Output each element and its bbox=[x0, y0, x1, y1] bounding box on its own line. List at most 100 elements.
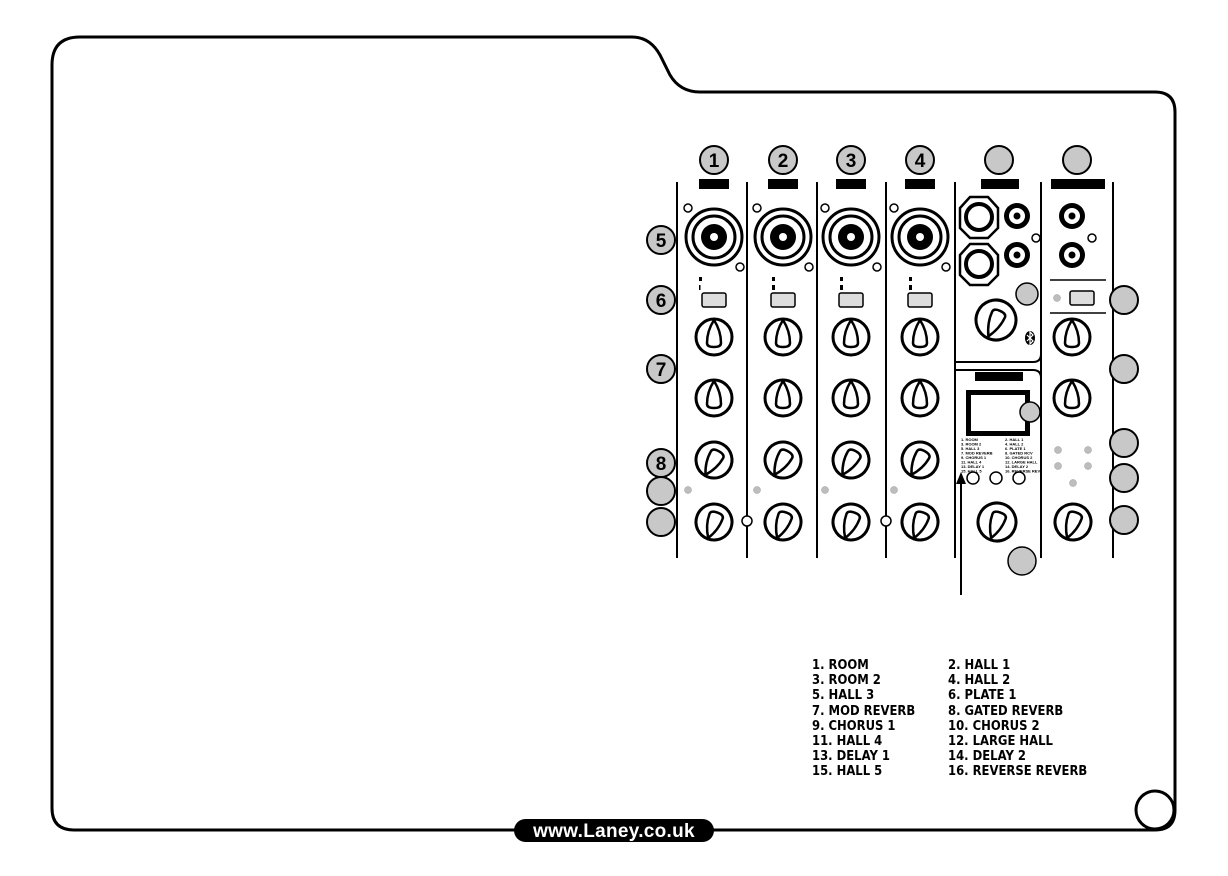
callout-circle bbox=[1109, 428, 1139, 458]
signal-led bbox=[753, 486, 761, 494]
rca-socket-bottom[interactable] bbox=[1004, 242, 1030, 268]
callout-circle bbox=[1019, 401, 1041, 423]
callout-8-number: 8 bbox=[656, 454, 667, 475]
fx-screen-item: 9. CHORUS 1 bbox=[961, 455, 987, 460]
level-knob[interactable] bbox=[828, 499, 874, 545]
fx-display bbox=[971, 395, 1025, 431]
screw-icon bbox=[752, 203, 762, 213]
fx-button[interactable] bbox=[966, 471, 980, 485]
callout-circle bbox=[1109, 354, 1139, 384]
level-knob[interactable] bbox=[760, 499, 806, 545]
jack-socket-top[interactable] bbox=[958, 195, 1000, 240]
screw-icon bbox=[683, 203, 693, 213]
master-knob-1[interactable] bbox=[1052, 317, 1092, 357]
master-switch[interactable] bbox=[1069, 290, 1095, 306]
level-knob[interactable] bbox=[897, 499, 943, 545]
gain-knob[interactable] bbox=[694, 317, 734, 357]
eq-knob[interactable] bbox=[900, 378, 940, 418]
fx-send-knob[interactable] bbox=[758, 435, 807, 484]
fx-preset-item: 5. HALL 3 bbox=[812, 687, 875, 704]
fx-preset-item: 1. ROOM bbox=[812, 657, 869, 673]
fx-screen-item: 12. LARGE HALL bbox=[1005, 460, 1038, 465]
master-knob-2[interactable] bbox=[1052, 378, 1092, 418]
channel-3-header: 3 bbox=[836, 145, 866, 189]
footer-url[interactable]: www.Laney.co.uk bbox=[532, 821, 695, 842]
stereo-input-header bbox=[981, 145, 1019, 189]
rca-output-bottom[interactable] bbox=[1059, 242, 1085, 268]
fx-send-knob[interactable] bbox=[826, 435, 875, 484]
eq-knob[interactable] bbox=[694, 378, 734, 418]
eq-knob[interactable] bbox=[831, 378, 871, 418]
combo-jack[interactable] bbox=[753, 207, 813, 267]
right-callouts bbox=[1109, 285, 1139, 535]
screw-icon bbox=[889, 203, 899, 213]
callout-circle bbox=[1007, 546, 1037, 576]
screw-icon bbox=[872, 262, 882, 272]
pad-switch[interactable] bbox=[770, 292, 796, 308]
fx-screen-item: 13. DELAY 1 bbox=[961, 464, 985, 469]
fx-section-border bbox=[955, 182, 1042, 363]
fx-button[interactable] bbox=[1012, 471, 1026, 485]
level-knob[interactable] bbox=[691, 499, 737, 545]
signal-led bbox=[890, 486, 898, 494]
bluetooth-icon bbox=[1025, 330, 1035, 346]
pad-switch[interactable] bbox=[907, 292, 933, 308]
fx-section-border-lower bbox=[955, 369, 1042, 558]
pad-indicator-icon bbox=[909, 277, 912, 281]
stereo-level-knob[interactable] bbox=[969, 293, 1022, 346]
page-frame bbox=[50, 35, 1177, 832]
fx-preset-item: 7. MOD REVERB bbox=[812, 702, 916, 719]
screw-icon bbox=[820, 203, 830, 213]
meter-led bbox=[1084, 446, 1092, 454]
pad-indicator-icon bbox=[772, 277, 775, 281]
gain-knob[interactable] bbox=[763, 317, 803, 357]
channel-strip-2 bbox=[741, 203, 814, 545]
screw-icon bbox=[941, 262, 951, 272]
fx-label-bar bbox=[975, 372, 1023, 381]
callout-circle bbox=[1015, 282, 1039, 306]
channel-4-number: 4 bbox=[915, 151, 926, 172]
fx-preset-item: 3. ROOM 2 bbox=[812, 672, 881, 689]
fx-screen-list-right: 2. HALL 1 4. HALL 2 6. PLATE 1 8. GATED … bbox=[1005, 437, 1040, 474]
master-volume-knob[interactable] bbox=[1050, 499, 1096, 545]
fx-screen-item: 10. CHORUS 2 bbox=[1005, 455, 1033, 460]
fx-send-knob[interactable] bbox=[689, 435, 738, 484]
channel-2-header: 2 bbox=[768, 145, 798, 189]
fx-screen-item: 3. ROOM 2 bbox=[961, 442, 982, 447]
footer-url-pill bbox=[514, 819, 714, 842]
page-number-circle bbox=[1134, 789, 1176, 831]
combo-jack[interactable] bbox=[890, 207, 950, 267]
fx-level-knob[interactable] bbox=[973, 498, 1022, 547]
rca-socket-top[interactable] bbox=[1004, 203, 1030, 229]
fx-preset-item: 14. DELAY 2 bbox=[948, 748, 1026, 765]
combo-jack[interactable] bbox=[684, 207, 744, 267]
callout-circle bbox=[1109, 463, 1139, 493]
meter-led bbox=[1054, 462, 1062, 470]
fx-screen-item: 14. DELAY 2 bbox=[1005, 464, 1029, 469]
rca-output-top[interactable] bbox=[1059, 203, 1085, 229]
eq-knob[interactable] bbox=[763, 378, 803, 418]
fx-button[interactable] bbox=[989, 471, 1003, 485]
fx-send-knob[interactable] bbox=[895, 435, 944, 484]
fx-screen-item: 11. HALL 4 bbox=[961, 460, 982, 465]
fx-preset-item: 13. DELAY 1 bbox=[812, 748, 890, 765]
callout-7-number: 7 bbox=[656, 360, 667, 381]
jack-socket-bottom[interactable] bbox=[958, 242, 1000, 287]
combo-jack[interactable] bbox=[821, 207, 881, 267]
pad-switch[interactable] bbox=[701, 292, 727, 308]
gain-knob[interactable] bbox=[900, 317, 940, 357]
fx-preset-item: 6. PLATE 1 bbox=[948, 687, 1017, 704]
fx-preset-list-odd: 1. ROOM 3. ROOM 2 5. HALL 3 7. MOD REVER… bbox=[812, 657, 916, 780]
callout-circle bbox=[1109, 505, 1139, 535]
pad-indicator-icon bbox=[699, 277, 702, 281]
fx-preset-item: 8. GATED REVERB bbox=[948, 702, 1064, 719]
channel-2-number: 2 bbox=[778, 151, 789, 172]
pad-switch[interactable] bbox=[838, 292, 864, 308]
fx-preset-item: 2. HALL 1 bbox=[948, 657, 1011, 673]
fx-screen-item: 4. HALL 2 bbox=[1005, 442, 1024, 447]
fx-screen-item: 2. HALL 1 bbox=[1005, 437, 1024, 442]
channel-strip-3 bbox=[820, 203, 882, 545]
signal-led bbox=[684, 486, 692, 494]
gain-knob[interactable] bbox=[831, 317, 871, 357]
